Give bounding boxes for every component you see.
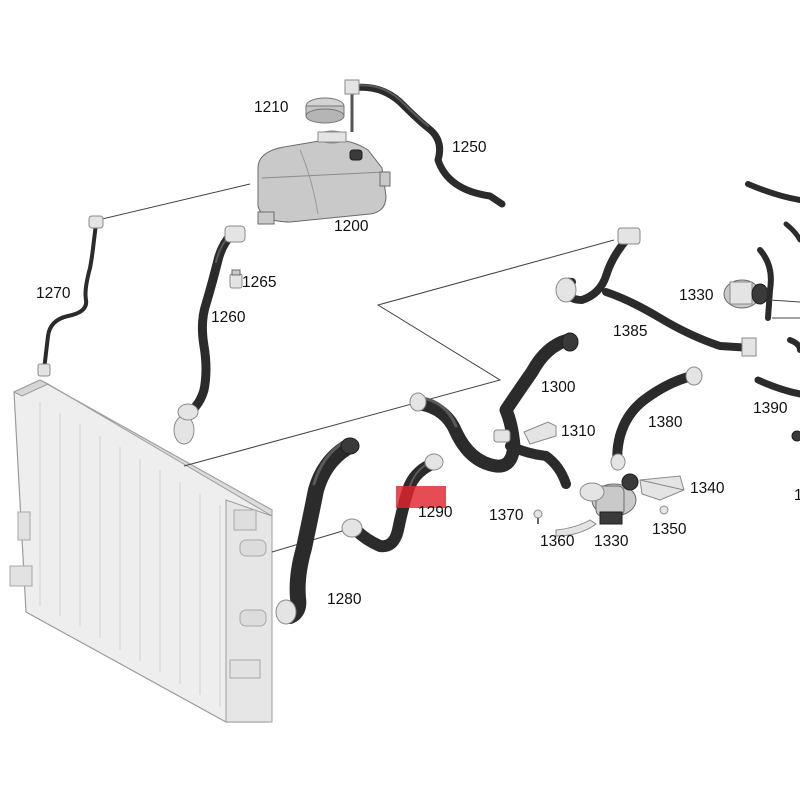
label-1300[interactable]: 1300 [541, 379, 576, 396]
label-1210[interactable]: 1210 [254, 99, 289, 116]
label-1360[interactable]: 1360 [540, 533, 575, 550]
label-1260[interactable]: 1260 [211, 309, 246, 326]
pump-1330-lower[interactable] [579, 473, 639, 525]
label-1250[interactable]: 1250 [452, 139, 487, 156]
bolt-1370[interactable] [533, 509, 543, 524]
label-1340[interactable]: 1340 [690, 480, 725, 497]
label-cut-off[interactable]: 1 [794, 487, 800, 504]
label-1330-upper[interactable]: 1330 [679, 287, 714, 304]
label-1385[interactable]: 1385 [613, 323, 647, 340]
hose-1250[interactable] [344, 79, 506, 208]
hose-1280[interactable] [275, 437, 360, 625]
highlight-marker [396, 486, 446, 508]
label-1290[interactable]: 1290 [418, 504, 453, 521]
hose-1380[interactable] [610, 366, 703, 471]
label-1200[interactable]: 1200 [334, 218, 369, 235]
label-1280[interactable]: 1280 [327, 591, 362, 608]
radiator[interactable] [9, 379, 273, 723]
bracket-1340[interactable] [639, 475, 685, 501]
expansion-tank[interactable] [257, 130, 391, 225]
pump-1330-upper[interactable] [723, 279, 769, 309]
hose-1300[interactable] [409, 332, 579, 489]
label-1380[interactable]: 1380 [648, 414, 683, 431]
label-1330-lower[interactable]: 1330 [594, 533, 629, 550]
label-1310[interactable]: 1310 [561, 423, 596, 440]
hose-1290[interactable] [341, 453, 444, 553]
plug-1265[interactable] [229, 269, 243, 289]
hose-1270[interactable] [37, 215, 104, 377]
label-1270[interactable]: 1270 [36, 285, 71, 302]
label-1370[interactable]: 1370 [489, 507, 524, 524]
bracket-1310[interactable] [523, 421, 557, 445]
hose-1260[interactable] [173, 225, 246, 445]
clamp-1360[interactable] [555, 519, 597, 537]
label-1350[interactable]: 1350 [652, 521, 687, 538]
hose-1385[interactable] [555, 227, 757, 357]
bolt-1350[interactable] [659, 505, 669, 515]
tank-cap[interactable] [305, 97, 345, 124]
part-labels: 1210 1250 1200 1270 1265 1260 1330 1385 … [36, 99, 800, 608]
label-1390[interactable]: 1390 [753, 400, 788, 417]
label-1265[interactable]: 1265 [242, 274, 276, 291]
